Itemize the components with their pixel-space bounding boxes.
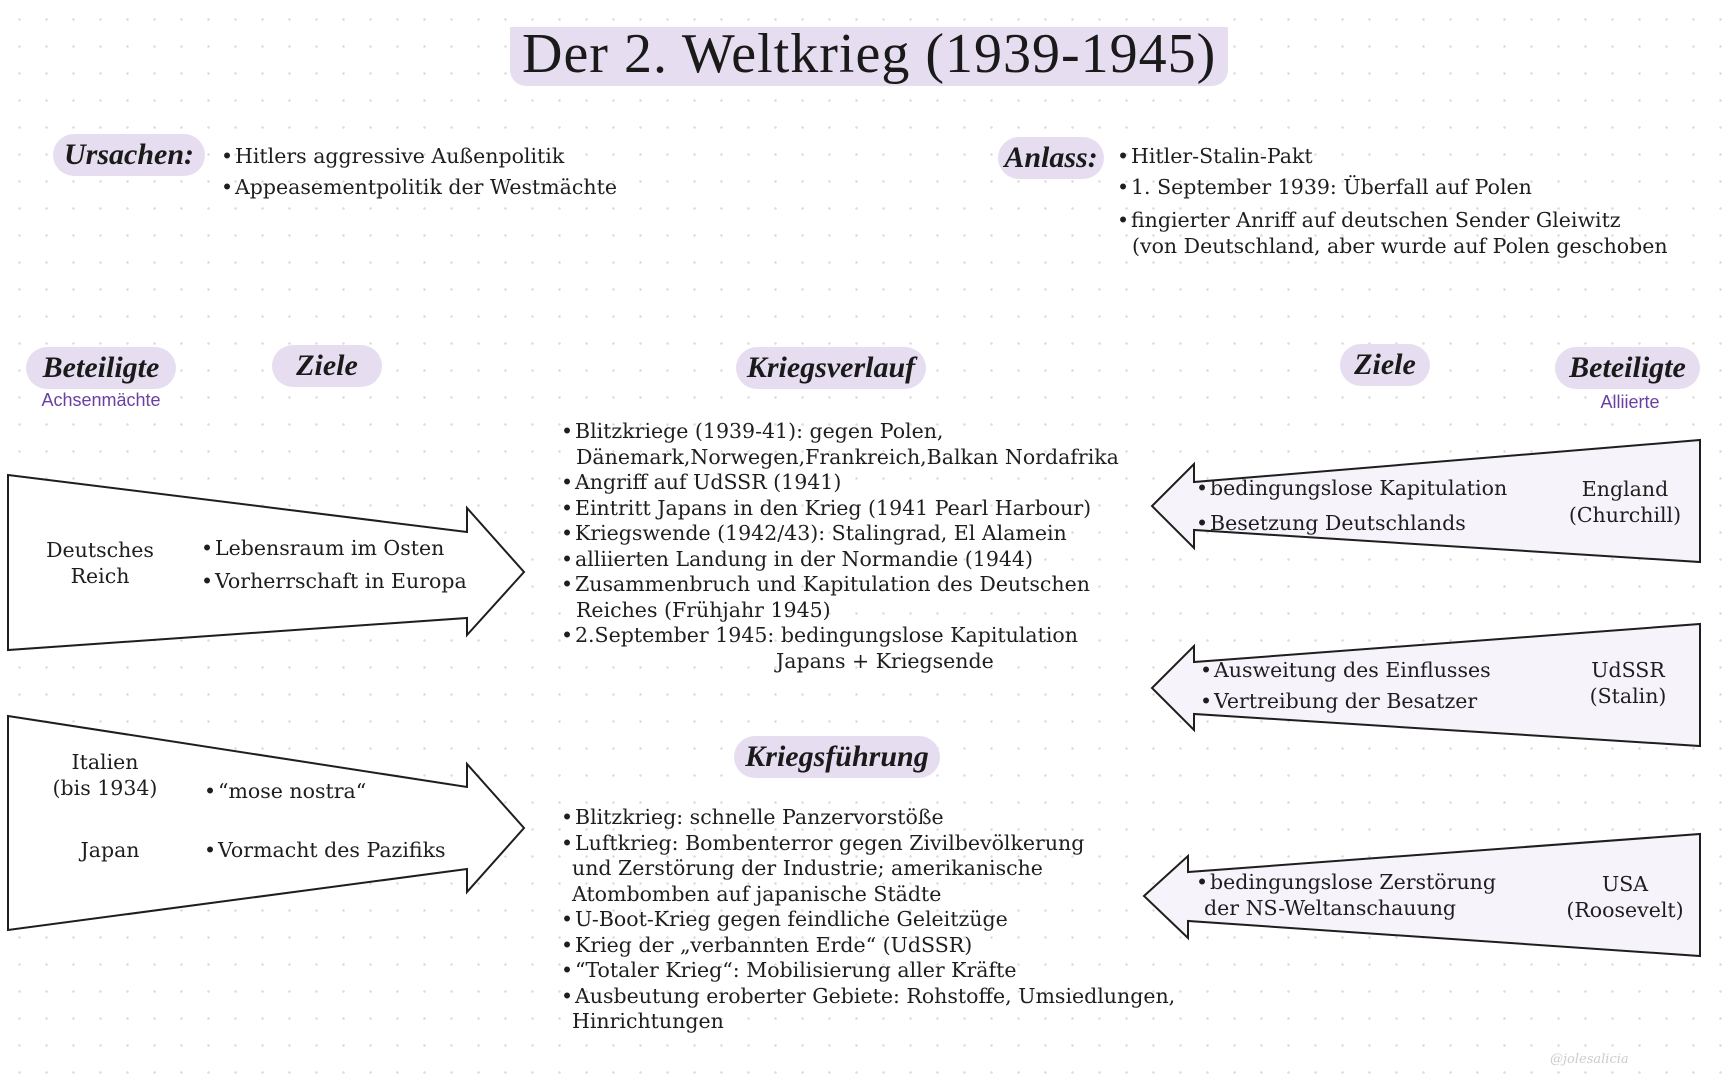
kriegsfuehrung-list: Blitzkrieg: schnelle Panzervorstöße Luft… [561,805,1175,1035]
list-item-continuation: (von Deutschland, aber wurde auf Polen g… [1132,233,1668,258]
list-item: Appeasementpolitik der Westmächte [221,175,617,201]
participant-italien: Italien (bis 1934) [45,750,165,801]
participant-deutsches-reich: Deutsches Reich [40,538,160,589]
list-item-continuation: der NS-Weltanschauung [1204,895,1457,920]
list-item: Kriegswende (1942/43): Stalingrad, El Al… [561,521,1119,547]
list-item: Ausweitung des Einflusses [1200,658,1491,684]
arrow-udssr [1150,622,1701,748]
list-item: Ausbeutung eroberter Gebiete: Rohstoffe,… [561,984,1175,1010]
list-item: “mose nostra“ [204,779,366,805]
list-item-continuation: Japans + Kriegsende [776,648,994,673]
goals-udssr: Ausweitung des Einflusses Vertreibung de… [1200,658,1491,714]
list-item: fingierter Anriff auf deutschen Sender G… [1117,208,1668,234]
list-item: 1. September 1939: Überfall auf Polen [1117,175,1668,201]
kriegsfuehrung-label: Kriegsführung [734,736,940,778]
list-item: 2.September 1945: bedingungslose Kapitul… [561,623,1119,649]
arrow-italien-japan [7,714,526,932]
list-item: U-Boot-Krieg gegen feindliche Geleitzüge [561,907,1175,933]
list-item: Besetzung Deutschlands [1196,511,1507,537]
ursachen-list: Hitlers aggressive Außenpolitik Appeasem… [221,144,617,200]
list-item: Krieg der „verbannten Erde“ (UdSSR) [561,933,1175,959]
list-item: Vorherrschaft in Europa [201,569,467,595]
list-item: Blitzkrieg: schnelle Panzervorstöße [561,805,1175,831]
list-item: Hitler-Stalin-Pakt [1117,144,1668,170]
anlass-label: Anlass: [998,137,1104,179]
participant-japan: Japan [80,838,140,862]
beteiligte-left-label: Beteiligte [26,347,176,389]
kriegsverlauf-list: Blitzkriege (1939-41): gegen Polen, Däne… [561,419,1119,674]
beteiligte-right-label: Beteiligte [1555,347,1700,389]
goals-usa: bedingungslose Zerstörung der NS-Weltans… [1196,870,1496,921]
goals-england: bedingungslose Kapitulation Besetzung De… [1196,476,1507,536]
participant-name: Reich [70,563,130,588]
participant-name: England [1581,477,1669,501]
list-item: Luftkrieg: Bombenterror gegen Zivilbevöl… [561,831,1175,857]
ursachen-label: Ursachen: [53,134,205,176]
alliierte-label: Alliierte [1600,392,1660,412]
list-item-continuation: Reiches (Frühjahr 1945) [576,597,831,622]
list-item: Eintritt Japans in den Krieg (1941 Pearl… [561,496,1119,522]
participant-name: UdSSR [1591,658,1665,682]
list-item: Vertreibung der Besatzer [1200,689,1491,715]
list-item: bedingungslose Zerstörung [1196,870,1496,896]
participant-name: USA [1601,872,1649,896]
goals-japan: Vormacht des Pazifiks [204,838,446,864]
list-item: Vormacht des Pazifiks [204,838,446,864]
ziele-right-label: Ziele [1340,344,1430,386]
arrow-deutsches-reich [7,473,526,652]
list-item: “Totaler Krieg“: Mobilisierung aller Krä… [561,958,1175,984]
list-item: Hitlers aggressive Außenpolitik [221,144,617,170]
list-item-continuation: und Zerstörung der Industrie; amerikanis… [572,856,1043,880]
list-item: Blitzkriege (1939-41): gegen Polen, [561,419,1119,445]
participant-name: Italien [71,750,139,774]
anlass-list: Hitler-Stalin-Pakt 1. September 1939: Üb… [1117,144,1668,259]
list-item: bedingungslose Kapitulation [1196,476,1507,502]
participant-name: (Roosevelt) [1566,897,1684,922]
list-item: Zusammenbruch und Kapitulation des Deuts… [561,572,1119,598]
participant-england: England (Churchill) [1560,477,1690,528]
kriegsverlauf-label: Kriegsverlauf [736,347,926,389]
list-item: Lebensraum im Osten [201,536,467,562]
list-item-continuation: Dänemark,Norwegen,Frankreich,Balkan Nord… [576,444,1119,469]
participant-name: (bis 1934) [52,775,158,800]
author-credit: @jolesalicia [1550,1052,1629,1067]
goals-italien: “mose nostra“ [204,779,366,805]
page-title: Der 2. Weltkrieg (1939-1945) [510,14,1229,86]
participant-usa: USA (Roosevelt) [1560,872,1690,923]
achsenmaechte-label: Achsenmächte [41,390,161,410]
list-item-continuation: Hinrichtungen [572,1009,724,1033]
list-item: alliierten Landung in der Normandie (194… [561,547,1119,573]
participant-name: (Churchill) [1568,502,1682,527]
participant-name: Deutsches [46,538,154,562]
ziele-left-label: Ziele [272,345,382,387]
list-item: Angriff auf UdSSR (1941) [561,470,1119,496]
participant-udssr: UdSSR (Stalin) [1563,658,1693,709]
participant-name: (Stalin) [1589,683,1667,708]
list-item-continuation: Atombomben auf japanische Städte [572,881,942,906]
goals-deutsches-reich: Lebensraum im Osten Vorherrschaft in Eur… [201,536,467,594]
